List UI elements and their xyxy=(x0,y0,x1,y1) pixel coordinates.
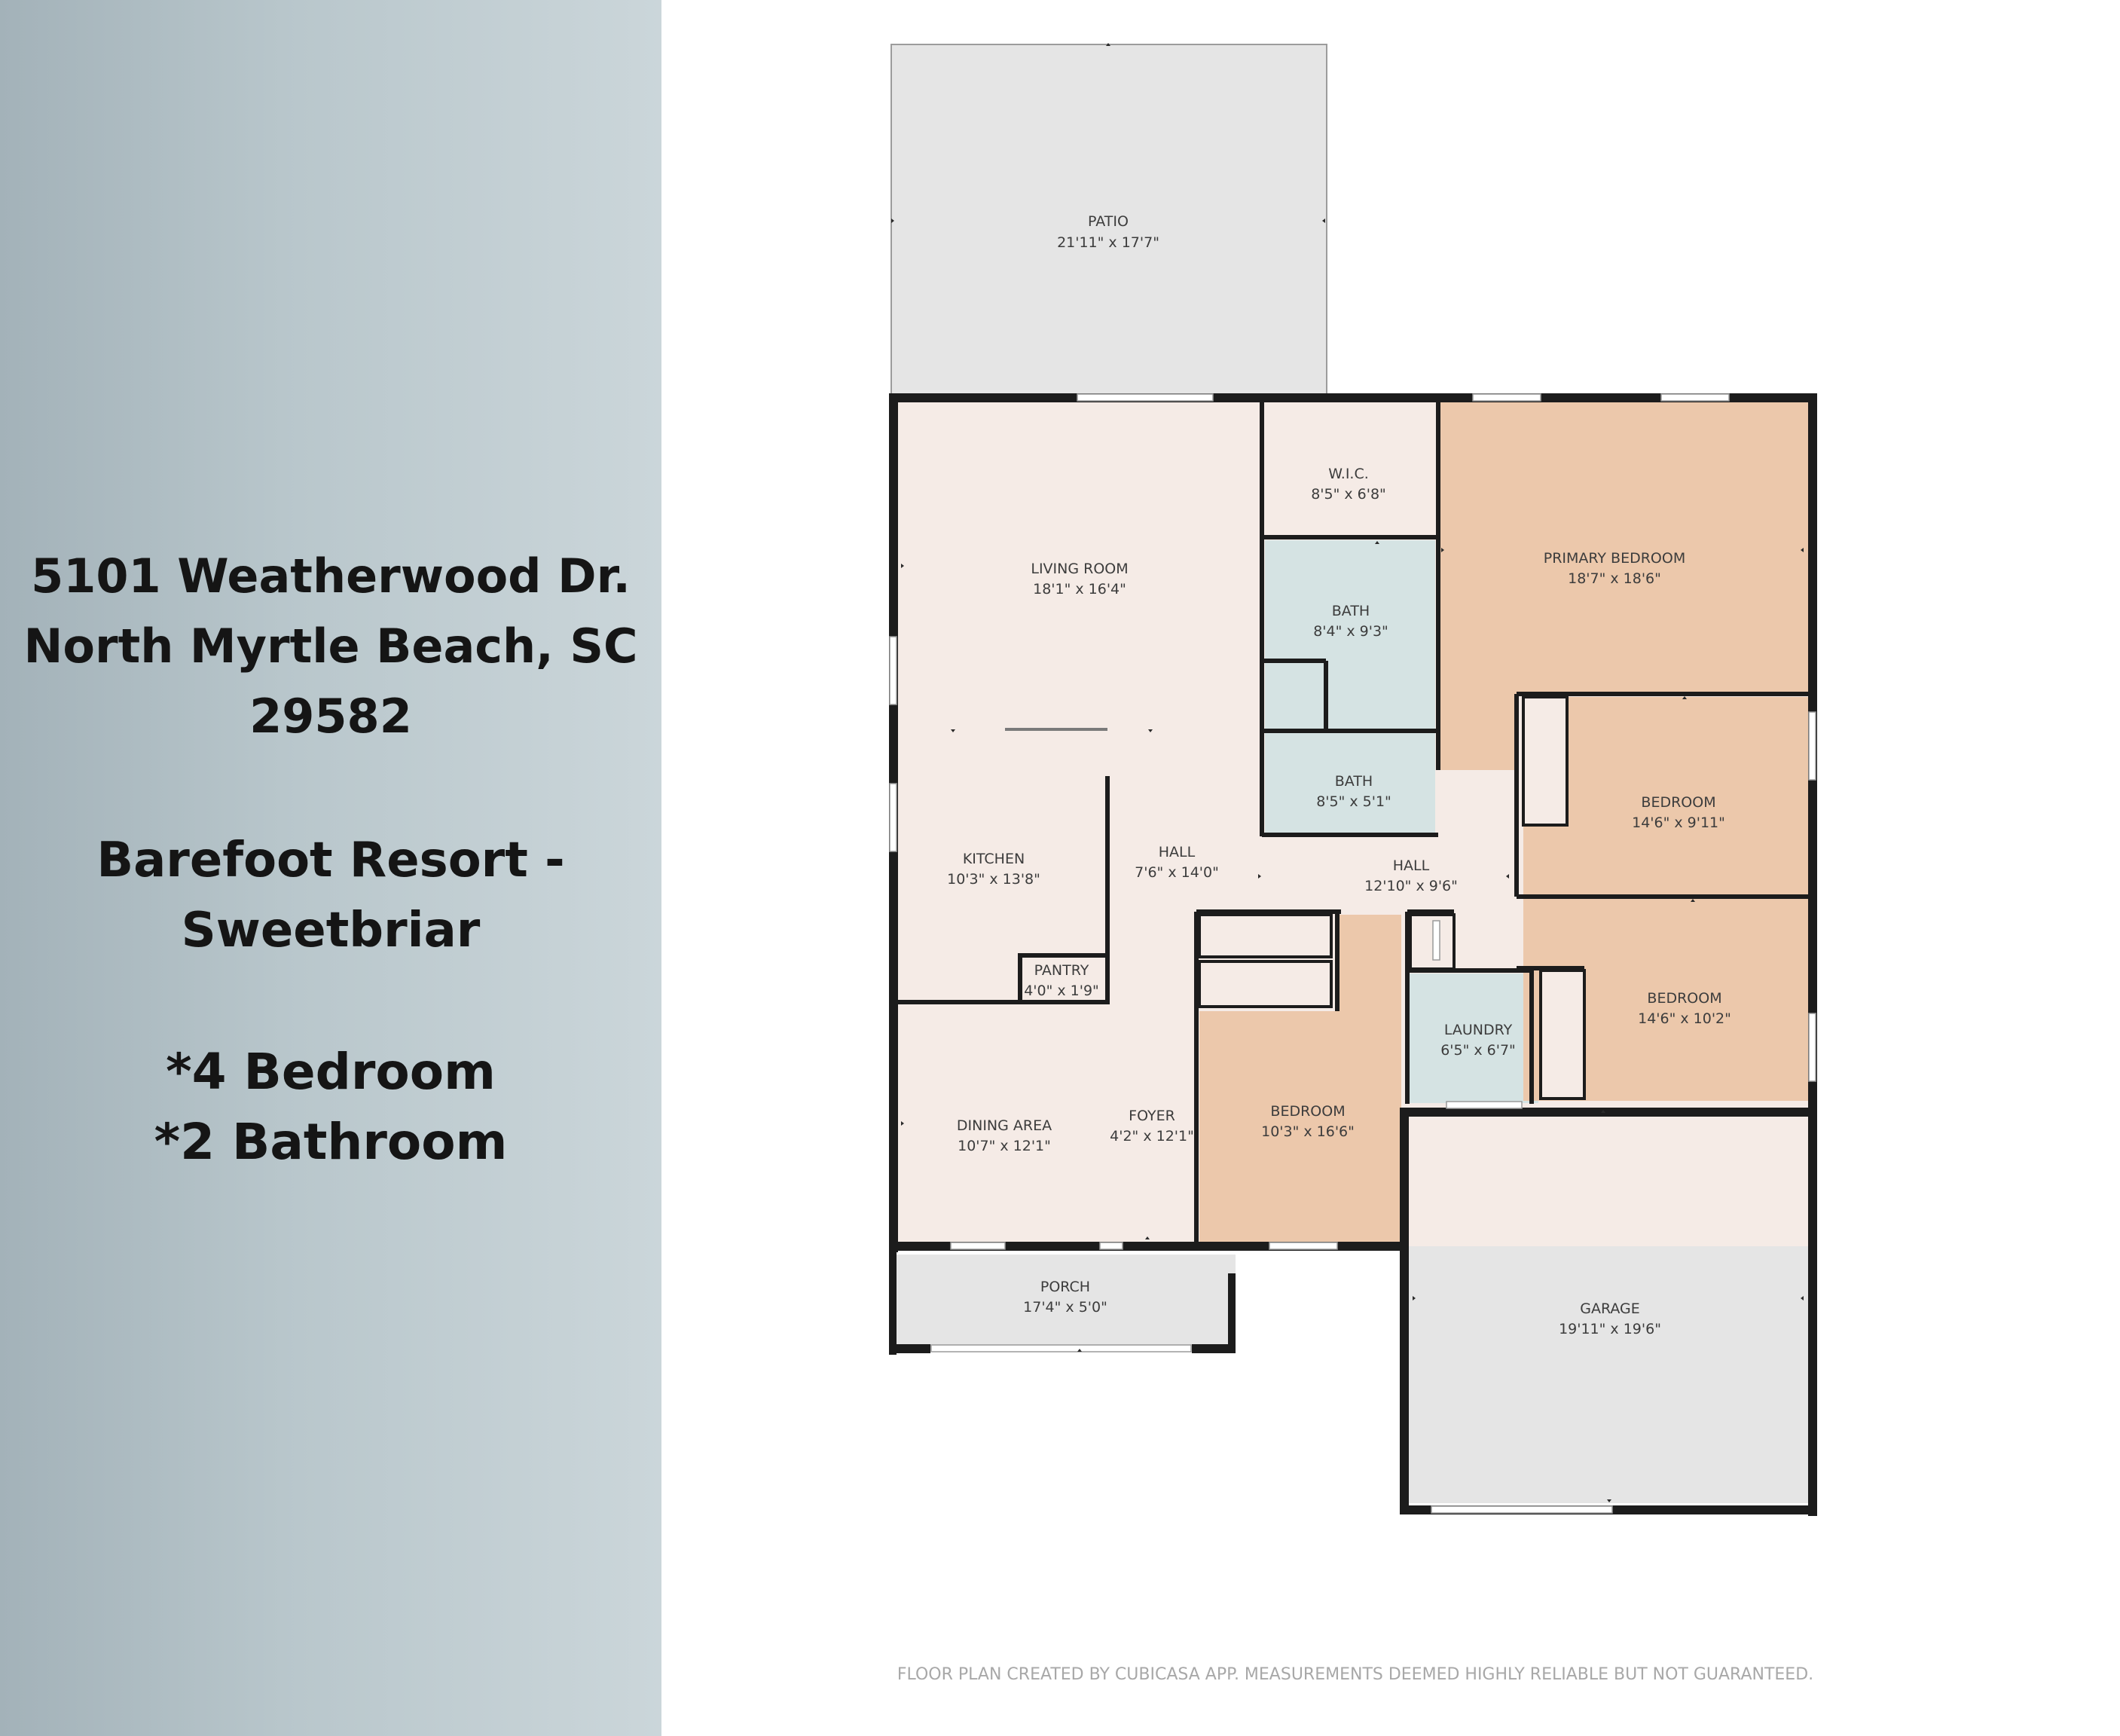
dining-area-label: DINING AREA xyxy=(957,1117,1052,1134)
laundry-label: LAUNDRY xyxy=(1444,1022,1513,1038)
interior-walls xyxy=(898,402,1808,1243)
dining-area-dims: 10'7" x 12'1" xyxy=(958,1138,1051,1154)
pantry-label: PANTRY xyxy=(1034,962,1089,979)
porch-area xyxy=(893,1255,1236,1350)
living-room-dims: 18'1" x 16'4" xyxy=(1033,581,1126,598)
address-line-city: North Myrtle Beach, SC xyxy=(23,619,638,674)
laundry-area xyxy=(1409,973,1538,1103)
patio-area xyxy=(890,44,1327,396)
garage-dims: 19'11" x 19'6" xyxy=(1559,1321,1661,1337)
address-line-zip: 29582 xyxy=(249,689,412,744)
address-line-street: 5101 Weatherwood Dr. xyxy=(31,549,631,604)
listing-sidebar: 5101 Weatherwood Dr. North Myrtle Beach,… xyxy=(0,0,661,1736)
disclaimer-footer: FLOOR PLAN CREATED BY CUBICASA APP. MEAS… xyxy=(897,1665,1814,1684)
pantry-dims: 4'0" x 1'9" xyxy=(1024,983,1099,999)
primary-bedroom-area xyxy=(1438,402,1808,770)
closet-bedroom-3-a xyxy=(1198,913,1333,958)
room-labels: PATIO 21'11" x 17'7" LIVING ROOM 18'1" x… xyxy=(947,213,1731,1337)
living-room-label: LIVING ROOM xyxy=(1031,561,1128,577)
windows xyxy=(889,393,1816,1514)
porch-dims: 17'4" x 5'0" xyxy=(1023,1299,1107,1316)
laundry-dims: 6'5" x 6'7" xyxy=(1440,1042,1516,1059)
bedroom-1-area xyxy=(1523,697,1808,896)
patio-dims: 21'11" x 17'7" xyxy=(1057,234,1159,251)
patio-label: PATIO xyxy=(1088,213,1129,230)
garage-label: GARAGE xyxy=(1580,1300,1640,1317)
dimension-ticks xyxy=(891,43,1804,1502)
wic-label: W.I.C. xyxy=(1328,466,1369,482)
bedroom-2-dims: 14'6" x 10'2" xyxy=(1638,1010,1731,1027)
bedroom-3-label: BEDROOM xyxy=(1270,1103,1345,1120)
kitchen-dims: 10'3" x 13'8" xyxy=(947,871,1040,888)
foyer-label: FOYER xyxy=(1129,1108,1175,1124)
bath-2-label: BATH xyxy=(1335,773,1373,790)
primary-bedroom-dims: 18'7" x 18'6" xyxy=(1568,570,1661,587)
bedroom-count: *4 Bedroom xyxy=(166,1043,496,1101)
closet-bedroom-3-b xyxy=(1198,960,1333,1008)
closet-bedroom-2 xyxy=(1539,969,1586,1100)
community-name-line2: Sweetbriar xyxy=(181,903,481,958)
bath-1-area xyxy=(1265,540,1435,731)
bedroom-2-label: BEDROOM xyxy=(1647,990,1721,1007)
kitchen-label: KITCHEN xyxy=(963,851,1025,867)
bath-1-label: BATH xyxy=(1332,603,1370,619)
closet-bedroom-1 xyxy=(1522,695,1569,827)
hall-1-label: HALL xyxy=(1159,844,1196,860)
foyer-dims: 4'2" x 12'1" xyxy=(1110,1128,1194,1145)
bathroom-count: *2 Bathroom xyxy=(154,1113,508,1171)
bath-2-area xyxy=(1265,733,1435,833)
bath-2-dims: 8'5" x 5'1" xyxy=(1316,793,1391,810)
primary-bedroom-label: PRIMARY BEDROOM xyxy=(1544,550,1685,567)
hall-1-dims: 7'6" x 14'0" xyxy=(1135,864,1219,881)
exterior-walls xyxy=(889,393,1817,1516)
hall-2-dims: 12'10" x 9'6" xyxy=(1364,878,1458,894)
hall-2-label: HALL xyxy=(1393,857,1430,874)
linen-closet xyxy=(1409,913,1456,970)
bedroom-3-area xyxy=(1199,915,1401,1242)
wic-dims: 8'5" x 6'8" xyxy=(1311,486,1386,503)
bedroom-1-label: BEDROOM xyxy=(1641,794,1715,811)
porch-label: PORCH xyxy=(1040,1279,1090,1295)
bedroom-1-dims: 14'6" x 9'11" xyxy=(1632,815,1725,831)
bath-1-dims: 8'4" x 9'3" xyxy=(1313,623,1388,640)
community-name-line1: Barefoot Resort - xyxy=(96,833,565,888)
bedroom-3-dims: 10'3" x 16'6" xyxy=(1261,1123,1355,1140)
